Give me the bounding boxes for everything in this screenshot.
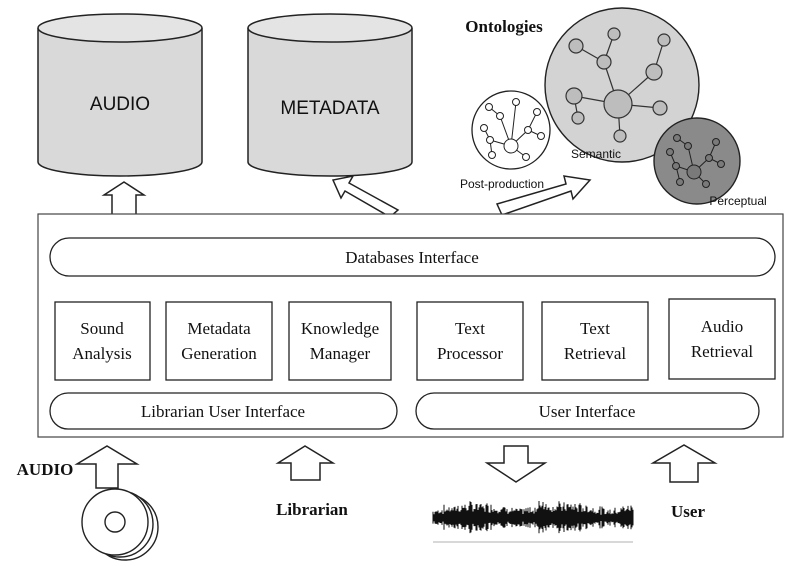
metadata-database: METADATA xyxy=(247,13,413,177)
metadata-database-label: METADATA xyxy=(280,98,380,119)
librarian-label: Librarian xyxy=(276,500,348,519)
audio-database: AUDIO xyxy=(37,13,203,177)
cd-stack-icon xyxy=(81,488,159,561)
semantic-label: Semantic xyxy=(571,147,621,161)
arrow-to-metadata-db xyxy=(331,174,400,218)
module-text-retrieval-line1: Text xyxy=(580,319,610,338)
arrow-to-ontologies xyxy=(495,175,592,216)
user-interface-label: User Interface xyxy=(539,402,636,421)
user-interface xyxy=(415,392,760,430)
semantic-ontology: Semantic xyxy=(544,7,700,163)
module-audio-retrieval: Audio Retrieval xyxy=(668,298,776,380)
arrow-to-audio-db xyxy=(101,181,147,217)
databases-interface-label: Databases Interface xyxy=(345,248,479,267)
user-label: User xyxy=(671,502,705,521)
module-text-retrieval: Text Retrieval xyxy=(541,301,649,381)
module-text-processor-line2: Processor xyxy=(437,344,503,363)
databases-interface xyxy=(49,237,776,277)
module-knowledge-manager-line2: Manager xyxy=(310,344,371,363)
module-audio-retrieval-line2: Retrieval xyxy=(691,342,754,361)
module-text-processor: Text Processor xyxy=(416,301,524,381)
module-knowledge-manager-line1: Knowledge xyxy=(301,319,379,338)
module-sound-analysis-line2: Analysis xyxy=(72,344,132,363)
arrow-librarian-up xyxy=(275,445,336,481)
waveform-icon xyxy=(432,501,634,543)
post-production-label: Post-production xyxy=(460,177,544,191)
module-sound-analysis-line1: Sound xyxy=(80,319,124,338)
module-sound-analysis: Sound Analysis xyxy=(54,301,151,381)
module-metadata-generation-line1: Metadata xyxy=(187,319,251,338)
module-metadata-generation: Metadata Generation xyxy=(165,301,273,381)
module-text-processor-line1: Text xyxy=(455,319,485,338)
librarian-user-interface xyxy=(49,392,398,430)
perceptual-label: Perceptual xyxy=(709,194,766,208)
post-production-ontology: Post-production xyxy=(460,90,551,191)
module-text-retrieval-line2: Retrieval xyxy=(564,344,627,363)
arrow-output-down xyxy=(484,445,548,483)
ontologies-title: Ontologies xyxy=(465,17,543,36)
module-knowledge-manager: Knowledge Manager xyxy=(288,301,392,381)
arrow-user-up xyxy=(650,444,718,483)
audio-input-label: AUDIO xyxy=(17,460,74,479)
librarian-user-interface-label: Librarian User Interface xyxy=(141,402,305,421)
perceptual-ontology: Perceptual xyxy=(653,117,767,208)
module-metadata-generation-line2: Generation xyxy=(181,344,257,363)
arrow-audio-up xyxy=(74,445,140,489)
module-audio-retrieval-line1: Audio xyxy=(701,317,744,336)
audio-database-label: AUDIO xyxy=(90,94,150,115)
